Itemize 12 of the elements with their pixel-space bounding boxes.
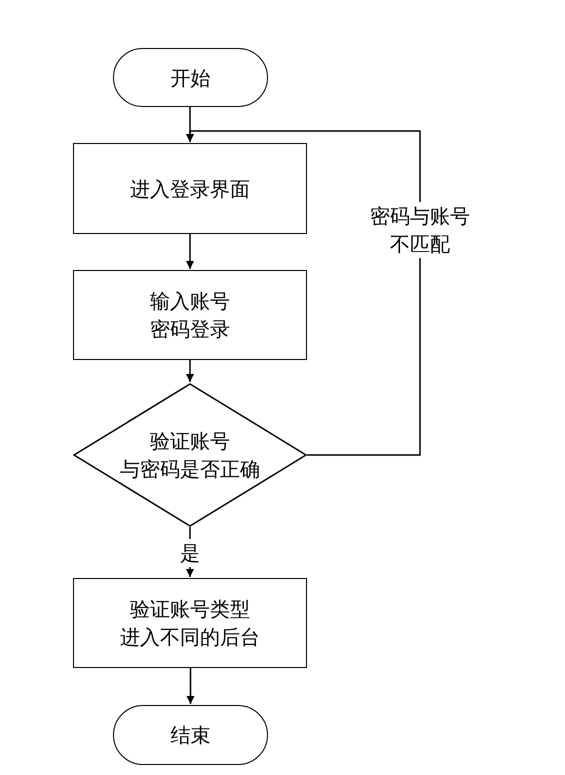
- terminal-box: 结束: [113, 705, 268, 765]
- process-box: 输入账号密码登录: [73, 270, 307, 360]
- arrow: [186, 668, 194, 704]
- decision-diamond: 验证账号与密码是否正确: [73, 383, 307, 527]
- edge-label: 密码与账号不匹配: [370, 202, 470, 258]
- edge-label: 是: [180, 539, 200, 567]
- process-box: 进入登录界面: [73, 143, 307, 234]
- terminal-box: 开始: [113, 48, 268, 107]
- arrow: [186, 234, 194, 269]
- process-box: 验证账号类型进入不同的后台: [73, 578, 307, 668]
- arrow: [186, 130, 421, 456]
- arrow: [186, 360, 194, 382]
